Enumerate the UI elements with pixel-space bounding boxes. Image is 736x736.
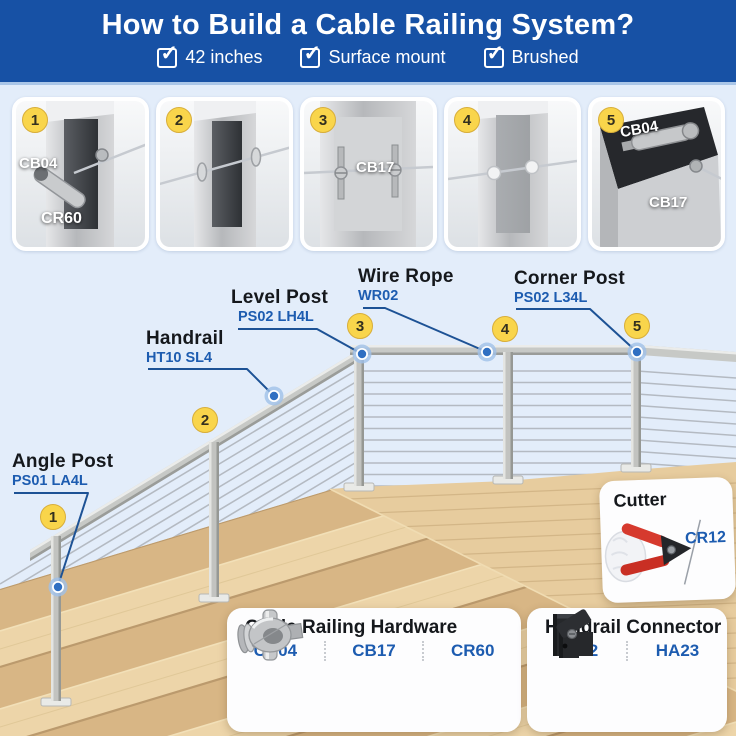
step-panel-1: CB04 CR60 1 bbox=[12, 97, 149, 251]
part-code: HA23 bbox=[655, 641, 700, 660]
step-photo: CB04 CR60 bbox=[16, 101, 145, 247]
part-code: CB17 bbox=[352, 641, 396, 660]
hardware-box: Cable Railing Hardware bbox=[227, 608, 521, 732]
level-post bbox=[343, 352, 375, 492]
connector-box: Handrail Connector HA02 bbox=[527, 608, 727, 732]
washer-ring-icon bbox=[248, 617, 292, 653]
pivot-connector-icon bbox=[556, 609, 591, 658]
callout-title: Handrail bbox=[146, 328, 224, 349]
railing-posts bbox=[40, 352, 652, 707]
check-label: Brushed bbox=[511, 47, 579, 67]
check-label: 42 inches bbox=[185, 47, 263, 67]
step-number-badge: 1 bbox=[22, 107, 48, 133]
part-label: CB17 bbox=[356, 159, 395, 176]
callout-code: PS02 LH4L bbox=[238, 309, 314, 325]
stair-post bbox=[198, 442, 230, 603]
callout-code: PS01 LA4L bbox=[12, 473, 88, 489]
page-title: How to Build a Cable Railing System? bbox=[101, 9, 635, 41]
callout-leader-lines bbox=[14, 307, 638, 587]
part-code: CR12 bbox=[684, 528, 727, 548]
step-photo bbox=[448, 101, 577, 247]
step-panel-3: CB17 3 bbox=[300, 97, 437, 251]
callout-title: Wire Rope bbox=[358, 266, 454, 287]
railing-diagram-scene: Angle Post PS01 LA4L Handrail HT10 SL4 L… bbox=[0, 256, 736, 736]
angle-post bbox=[40, 536, 72, 707]
post-photo-graphic bbox=[600, 107, 721, 247]
callout-title: Level Post bbox=[231, 287, 329, 308]
cable-cutter-icon bbox=[604, 519, 702, 585]
step-number-badge: 5 bbox=[598, 107, 624, 133]
hardware-item-cb17: CB17 bbox=[262, 609, 423, 661]
callout-angle-post: Angle Post PS01 LA4L bbox=[12, 451, 113, 489]
check-item-height: 42 inches bbox=[157, 41, 263, 68]
check-label: Surface mount bbox=[328, 47, 446, 67]
post-photo-graphic bbox=[33, 101, 145, 247]
marker-2: 2 bbox=[192, 407, 218, 433]
callout-level-post: Level Post PS02 LH4L bbox=[231, 287, 328, 325]
checkbox-icon bbox=[300, 41, 321, 68]
callout-code: PS02 L34L bbox=[514, 290, 588, 306]
marker-5: 5 bbox=[624, 313, 650, 339]
connector-item-ha23: HA23 bbox=[556, 609, 727, 661]
part-label: CB04 bbox=[19, 155, 58, 172]
callout-code: HT10 SL4 bbox=[146, 350, 213, 366]
hardware-item-cr60: CR60 bbox=[248, 617, 521, 661]
step-number-badge: 4 bbox=[454, 107, 480, 133]
level-post bbox=[492, 352, 524, 485]
connector-items: HA02 HA23 bbox=[527, 609, 727, 661]
check-item-mount: Surface mount bbox=[300, 41, 446, 68]
part-label: CB17 bbox=[649, 194, 688, 211]
connection-dots bbox=[48, 342, 647, 597]
step-panel-2: 2 bbox=[156, 97, 293, 251]
marker-1: 1 bbox=[40, 504, 66, 530]
post-photo-graphic bbox=[304, 101, 433, 247]
cutter-box: Cutter CR12 bbox=[598, 476, 736, 604]
callout-handrail: Handrail HT10 SL4 bbox=[146, 328, 224, 366]
checkbox-icon bbox=[483, 41, 504, 68]
hardware-items: CB04 CB17 bbox=[227, 609, 521, 661]
step-panels-row: CB04 CR60 1 2 bbox=[12, 97, 725, 251]
checkbox-icon bbox=[157, 41, 178, 68]
feature-checklist: 42 inches Surface mount Brushed bbox=[0, 41, 736, 68]
corner-post bbox=[620, 352, 652, 473]
step-number-badge: 3 bbox=[310, 107, 336, 133]
callout-wire-rope: Wire Rope WR02 bbox=[358, 266, 454, 304]
marker-3: 3 bbox=[347, 313, 373, 339]
part-code: CR60 bbox=[450, 641, 495, 660]
callout-title: Corner Post bbox=[514, 268, 625, 289]
callout-title: Angle Post bbox=[12, 451, 114, 472]
post-photo-graphic bbox=[448, 101, 577, 247]
marker-4: 4 bbox=[492, 316, 518, 342]
callout-code: WR02 bbox=[358, 288, 399, 304]
callout-corner-post: Corner Post PS02 L34L bbox=[514, 268, 625, 306]
step-panel-4: 4 bbox=[444, 97, 581, 251]
part-label: CR60 bbox=[41, 210, 82, 227]
post-photo-graphic bbox=[160, 101, 289, 247]
header-banner: How to Build a Cable Railing System? 42 … bbox=[0, 0, 736, 85]
step-panel-5: CB04 CB17 5 bbox=[588, 97, 725, 251]
step-number-badge: 2 bbox=[166, 107, 192, 133]
check-item-finish: Brushed bbox=[483, 41, 579, 68]
